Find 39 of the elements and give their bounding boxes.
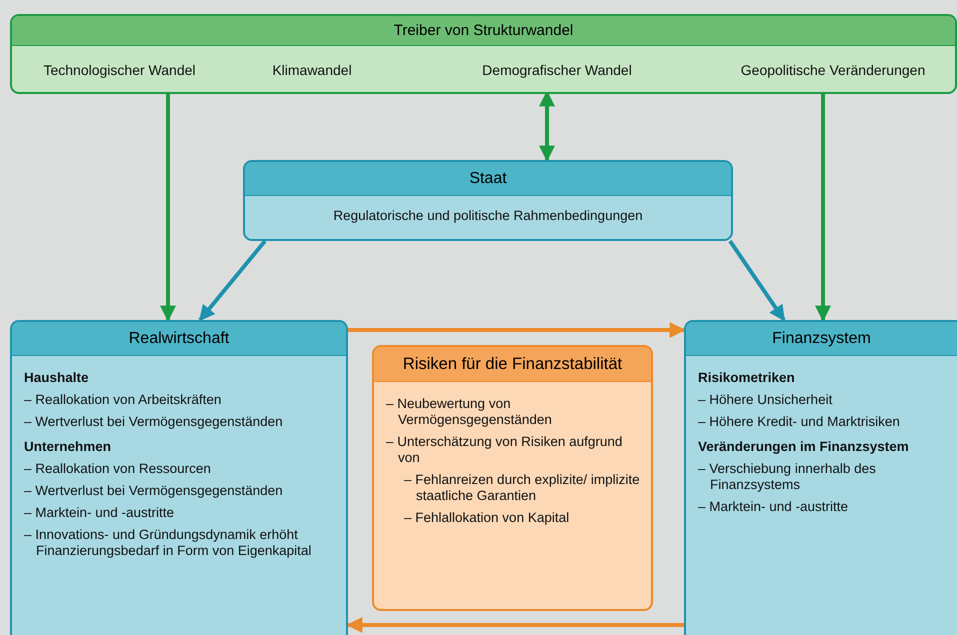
state-panel bbox=[243, 160, 733, 241]
section-heading: Risikometriken bbox=[698, 370, 796, 386]
list-item: – Unterschätzung von Risiken aufgrund von bbox=[386, 434, 624, 466]
arrow bbox=[348, 322, 686, 338]
panel-heading: Finanzsystem bbox=[686, 322, 957, 356]
list-item: – Fehlallokation von Kapital bbox=[404, 510, 570, 526]
arrow bbox=[728, 240, 786, 322]
financial-system-panel bbox=[684, 320, 957, 635]
list-item: – Höhere Unsicherheit bbox=[698, 392, 834, 408]
panel-heading: Treiber von Strukturwandel bbox=[12, 16, 955, 46]
driver-label: Technologischer Wandel bbox=[42, 61, 196, 78]
driver-label: Klimawandel bbox=[271, 61, 353, 78]
list-item: – Marktein- und -austritte bbox=[698, 499, 850, 515]
list-item: – Marktein- und -austritte bbox=[24, 505, 176, 521]
list-item: – Wertverlust bei Vermögensgegenständen bbox=[24, 483, 284, 499]
section-heading: Unternehmen bbox=[24, 439, 112, 455]
description: Regulatorische und politische Rahmenbedingungen bbox=[332, 208, 644, 224]
list-item: – Fehlanreizen durch explizite/ implizite staatliche Garantien bbox=[404, 472, 641, 504]
list-item: – Reallokation von Ressourcen bbox=[24, 461, 212, 477]
list-item: – Wertverlust bei Vermögensgegenständen bbox=[24, 414, 284, 430]
driver-label: Geopolitische Veränderungen bbox=[740, 61, 926, 78]
arrow bbox=[198, 240, 267, 322]
driver-panel bbox=[10, 14, 957, 94]
section-heading: Veränderungen im Finanzsystem bbox=[698, 439, 910, 455]
list-item: – Verschiebung innerhalb des Finanzsystems bbox=[698, 461, 877, 493]
list-item: – Höhere Kredit- und Marktrisiken bbox=[698, 414, 901, 430]
arrow bbox=[160, 92, 176, 322]
real-economy-panel bbox=[10, 320, 348, 635]
arrow bbox=[815, 92, 831, 322]
list-item: – Innovations- und Gründungsdynamik erhöht Finanzierungsbedarf in Form von Eigenkapital bbox=[24, 527, 312, 559]
risk-panel bbox=[372, 345, 653, 611]
list-item: – Neubewertung von Vermögensgegenständen bbox=[386, 396, 553, 428]
section-heading: Haushalte bbox=[24, 370, 90, 386]
arrow bbox=[346, 617, 684, 633]
panel-heading: Risiken für die Finanzstabilität bbox=[374, 347, 651, 382]
panel-heading: Realwirtschaft bbox=[12, 322, 346, 356]
list-item: – Reallokation von Arbeitskräften bbox=[24, 392, 222, 408]
panel-heading: Staat bbox=[245, 162, 731, 196]
driver-label: Demografischer Wandel bbox=[481, 61, 633, 78]
